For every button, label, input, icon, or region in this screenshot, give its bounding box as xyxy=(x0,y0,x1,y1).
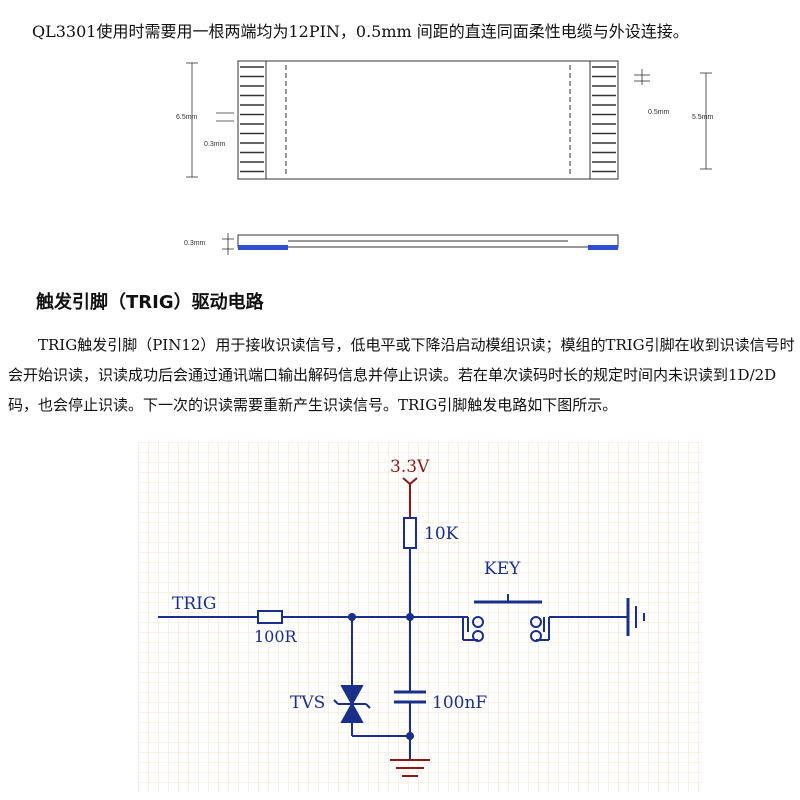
pullup-resistor xyxy=(403,517,417,549)
dim-left-pin: 0.3mm xyxy=(204,141,226,148)
cable-outline xyxy=(237,60,619,180)
fpc-cable-drawing: 6.5mm 0.3mm 0.5mm 5.5mm 0.3mm xyxy=(176,60,714,255)
tvs-label: TVS xyxy=(290,693,325,713)
right-pins xyxy=(592,66,616,173)
intro-text: QL3301使用时需要用一根两端均为12PIN，0.5mm 间距的直连同面柔性电… xyxy=(32,22,689,41)
left-pins xyxy=(240,66,264,173)
right-connector xyxy=(589,60,619,180)
right-contact-pad xyxy=(588,245,618,250)
section-heading: 触发引脚（TRIG）驱动电路 xyxy=(36,292,264,313)
dim-left-height: 6.5mm xyxy=(176,114,198,121)
pullup-label: 10K xyxy=(424,524,459,544)
series-resistor-label: 100R xyxy=(254,627,298,646)
series-resistor xyxy=(257,610,283,624)
trig-schematic: 3.3V 10K KEY TRIG 100R TVS 100nF xyxy=(138,442,702,792)
left-contact-pad xyxy=(238,245,288,250)
left-connector xyxy=(237,60,267,180)
dim-right-height: 5.5mm xyxy=(692,114,714,121)
dim-side-thickness: 0.3mm xyxy=(184,240,206,247)
side-view-cable xyxy=(237,234,619,248)
supply-label: 3.3V xyxy=(390,457,430,477)
net-label: TRIG xyxy=(172,594,216,614)
switch-label: KEY xyxy=(484,559,521,579)
section-paragraph: TRIG触发引脚（PIN12）用于接收识读信号，低电平或下降沿启动模组识读；模组… xyxy=(8,336,795,414)
dim-right-pitch: 0.5mm xyxy=(648,109,670,116)
capacitor-label: 100nF xyxy=(432,693,487,713)
